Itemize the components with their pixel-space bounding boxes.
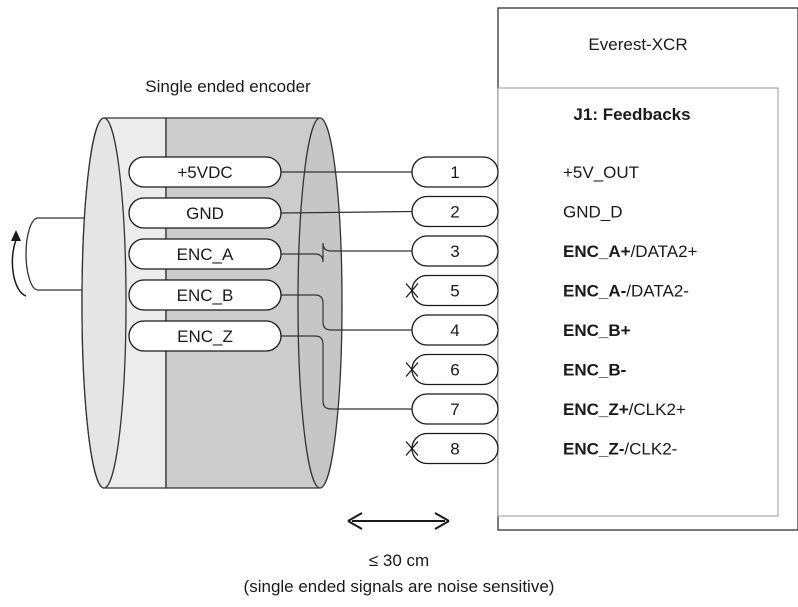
encoder-signal-label: ENC_A [177, 245, 234, 264]
pin-4: 4 ENC_B+ [411, 314, 631, 346]
connector-pins: 1 +5V_OUT 2 GND_D 3 ENC_A+/DATA2+ 5 ENC_A-/DATA… [405, 156, 698, 465]
pin-number: 3 [450, 242, 459, 261]
pin-number: 7 [450, 400, 459, 419]
distance-label: ≤ 30 cm [369, 551, 429, 570]
wire-enc-b [281, 294, 412, 331]
encoder-signal-label: GND [186, 204, 224, 223]
pin-signal-label: +5V_OUT [563, 163, 639, 182]
pin-3: 3 ENC_A+/DATA2+ [411, 235, 698, 267]
pin-signal-label: ENC_A-/DATA2- [563, 282, 689, 301]
encoder-signals: +5VDC GND ENC_A ENC_B ENC_Z [128, 156, 282, 352]
pin-7: 7 ENC_Z+/CLK2+ [411, 393, 686, 425]
encoder-signal-gnd: GND [128, 197, 282, 229]
connector-j1-box [497, 87, 779, 517]
pin-number: 5 [450, 282, 459, 301]
pin-number: 1 [450, 163, 459, 182]
pin-number: 6 [450, 361, 459, 380]
pin-signal-label: ENC_Z+/CLK2+ [563, 400, 686, 419]
pin-2: 2 GND_D [411, 195, 623, 228]
encoder-signal-label: ENC_Z [177, 327, 233, 346]
pin-signal-label: ENC_B- [563, 361, 626, 380]
pin-number: 4 [450, 321, 459, 340]
drive-name: Everest-XCR [588, 35, 687, 54]
unconnected-mark-icon [405, 283, 419, 298]
pin-number: 8 [450, 440, 459, 459]
noise-note: (single ended signals are noise sensitiv… [244, 577, 555, 596]
unconnected-mark-icon [405, 362, 419, 377]
unconnected-mark-icon [405, 441, 419, 456]
encoder-signal-label: +5VDC [177, 163, 232, 182]
pin-1: 1 +5V_OUT [411, 156, 639, 188]
pin-number: 2 [450, 203, 459, 222]
pin-signal-label: GND_D [563, 203, 623, 222]
encoder-signal-enc-a: ENC_A [128, 238, 282, 270]
pin-signal-label: ENC_B+ [563, 321, 631, 340]
wire-gnd [280, 210, 413, 214]
rotation-arrow-icon [11, 230, 27, 297]
encoder-signal-enc-b: ENC_B [128, 279, 282, 311]
pin-6: 6 ENC_B- [405, 353, 626, 386]
wire-enc-a [281, 242, 412, 263]
pin-signal-label: ENC_A+/DATA2+ [563, 242, 698, 261]
distance-arrow-icon [347, 512, 450, 530]
pin-8: 8 ENC_Z-/CLK2- [405, 432, 677, 465]
pin-signal-label: ENC_Z-/CLK2- [563, 440, 677, 459]
encoder-signal-enc-z: ENC_Z [128, 320, 282, 352]
wire-enc-z [281, 335, 412, 410]
encoder-title: Single ended encoder [145, 77, 311, 96]
connector-title: J1: Feedbacks [573, 105, 690, 124]
encoder-signal-label: ENC_B [177, 286, 234, 305]
wires [280, 171, 413, 410]
pin-5: 5 ENC_A-/DATA2- [405, 274, 689, 307]
encoder-signal-5vdc: +5VDC [128, 156, 282, 188]
